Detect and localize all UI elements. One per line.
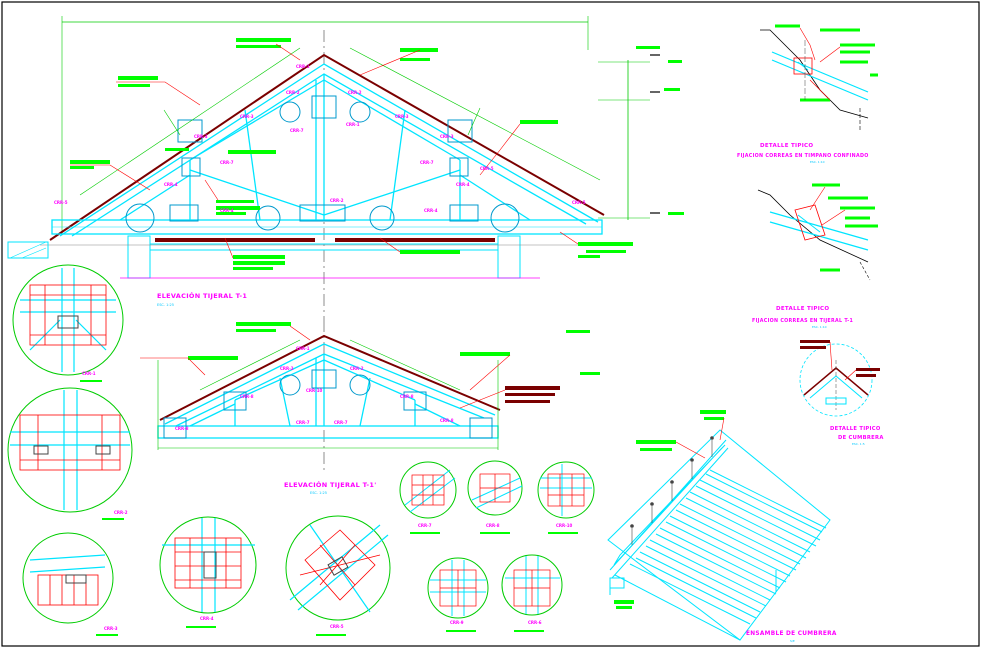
- elevation-truss-t1-prime: CRR-1 CRR-2 CRR-2 CRR-8 CRR-8 CRR-10 CRR…: [140, 320, 600, 495]
- node-label: CRR-1: [296, 346, 310, 351]
- node-label: CRR-4: [220, 208, 234, 213]
- circle-label: CRR-7: [418, 523, 432, 528]
- node-label: CRR-1: [346, 122, 360, 127]
- node-label: CRR-10: [306, 388, 323, 393]
- node-label: CRR-8: [240, 394, 254, 399]
- ensamble-title: ENSAMBLE DE CUMBRERA: [746, 631, 837, 637]
- node-label: CRR-3: [194, 134, 208, 139]
- detail3-title-b: DE CUMBRERA: [838, 435, 884, 441]
- node-label: CRR-7: [290, 128, 304, 133]
- node-label: CRR-7: [420, 160, 434, 165]
- elevation-t1-scale: ESC. 1:25: [157, 303, 174, 307]
- elevation-t1-title: ELEVACIÓN TIJERAL T-1: [157, 291, 247, 300]
- detail2-title-b: FIJACION CORREAS EN TIJERAL T-1: [752, 318, 853, 324]
- node-label: CRR-2: [280, 366, 294, 371]
- detail2-title-a: DETALLE TIPICO: [776, 306, 829, 312]
- node-label: CRR-3: [440, 134, 454, 139]
- detail-circles-middle: CRR-7 CRR-8 CRR-10 CRR-9: [399, 460, 595, 632]
- node-label: CRR-4: [424, 208, 438, 213]
- node-label: CRR-7: [296, 420, 310, 425]
- node-label: CRR-5: [480, 166, 494, 171]
- detail1-title-a: DETALLE TIPICO: [760, 143, 813, 149]
- node-label: CRR-2: [286, 90, 300, 95]
- elevation-t1p-title: ELEVACIÓN TIJERAL T-1': [284, 480, 377, 489]
- details-right: DETALLE TIPICO FIJACION CORREAS EN TIMPA…: [737, 24, 884, 446]
- elevation-truss-t1: CRR-1 CRR-2 CRR-2 CRR-3 CRR-3 CRR-1 CRR-…: [7, 16, 684, 320]
- annotation-notes: [70, 38, 684, 270]
- detail1-scale: ESC. 1:10: [810, 160, 825, 164]
- circle-label: CRR-10: [556, 523, 573, 528]
- ridge-assembly-isometric: ENSAMBLE DE CUMBRERA S/E: [607, 410, 837, 643]
- elevation-t1p-scale: ESC. 1:25: [310, 491, 327, 495]
- circle-label: CRR-2: [114, 510, 128, 515]
- node-label: CRR-8: [400, 394, 414, 399]
- node-label: CRR-2: [330, 198, 344, 203]
- node-label: CRR-1: [296, 64, 310, 69]
- node-label: CRR-3: [240, 114, 254, 119]
- circle-label: CRR-9: [450, 620, 464, 625]
- detail2-scale: ESC. 1:10: [812, 325, 827, 329]
- circle-label: CRR-4: [200, 616, 214, 621]
- circle-label: CRR-5: [330, 624, 344, 629]
- node-label: CRR-8: [175, 426, 189, 431]
- circle-label: CRR-3: [104, 626, 118, 631]
- detail3-title-a: DETALLE TIPICO: [830, 426, 881, 432]
- node-label: CRR-2: [350, 366, 364, 371]
- roof-line: [49, 53, 605, 241]
- node-label: CRR-7: [220, 160, 234, 165]
- node-label: CRR-3: [395, 114, 409, 119]
- detail1-title-b: FIJACION CORREAS EN TIMPANO CONFINADO: [737, 153, 869, 159]
- node-label: CRR-4: [456, 182, 470, 187]
- node-label: CRR-2: [348, 90, 362, 95]
- node-label: CRR-5: [54, 200, 68, 205]
- circle-label: CRR-6: [528, 620, 542, 625]
- node-label: CRR-5: [572, 200, 586, 205]
- circle-label: CRR-8: [486, 523, 500, 528]
- circle-label: CRR-1: [82, 371, 96, 376]
- node-label: CRR-8: [440, 418, 454, 423]
- node-label: CRR-7: [334, 420, 348, 425]
- detail-circles-left: CRR-1 CRR-2: [7, 264, 391, 636]
- node-label: CRR-4: [164, 182, 178, 187]
- ensamble-scale: S/E: [790, 639, 795, 643]
- detail3-scale: ESC. 1:5: [852, 442, 865, 446]
